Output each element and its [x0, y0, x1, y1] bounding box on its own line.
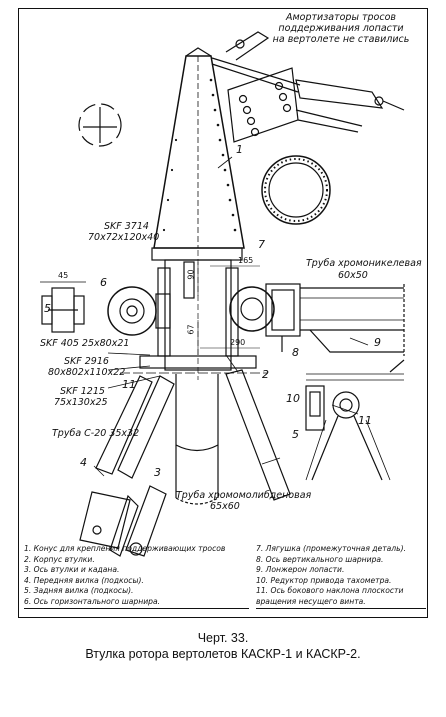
- blade-spar-part-9: [300, 284, 405, 356]
- bolt-detail: [40, 281, 86, 333]
- rear-fork-part-5: [225, 369, 291, 501]
- pipe-chromonickel-size: 60x50: [338, 270, 368, 281]
- legend-item-4: 4. Передняя вилка (подкосы).: [24, 575, 144, 585]
- bearing-skf1215-size: 75x130x25: [54, 397, 108, 408]
- lyagushka-part-7: [229, 283, 301, 352]
- cone-part-1: [153, 47, 245, 249]
- parts-legend-left: 1. Конус для крепления поддерживающих тр…: [24, 544, 249, 609]
- callout-8: 8: [292, 346, 299, 359]
- tachometer-drive-detail: [305, 359, 405, 481]
- legend-item-5: 5. Задняя вилка (подкосы).: [24, 586, 134, 596]
- bearing-skf3714-size: 70x72x120x40: [88, 232, 160, 243]
- dimension-165: 165: [238, 256, 254, 265]
- callout-10: 10: [286, 392, 300, 405]
- legend-item-11-cont: вращения несущего винта.: [256, 597, 426, 609]
- section-view-small: [78, 103, 122, 147]
- parts-legend: 1. Конус для крепления поддерживающих тр…: [24, 544, 426, 614]
- hub-axle-part-3: [175, 374, 219, 505]
- fork-detail: [79, 485, 167, 557]
- dimension-290: 290: [230, 338, 246, 347]
- bearing-skf405: SKF 405 25x80x21: [40, 338, 130, 349]
- dimension-45: 45: [58, 271, 69, 280]
- callout-11-left: 11: [122, 378, 136, 391]
- legend-item-8: 8. Ось вертикального шарнира.: [256, 554, 384, 564]
- callout-2: 2: [262, 368, 269, 381]
- pipe-chromomolybdenum-name: Труба хромомолибденовая: [176, 490, 312, 501]
- bearing-skf1215-name: SKF 1215: [60, 386, 105, 397]
- damper-linkage: [211, 31, 405, 143]
- callout-9: 9: [374, 336, 381, 349]
- hub-body-part-2: [120, 247, 268, 380]
- caption-figure-number: Черт. 33.: [197, 631, 249, 645]
- dimension-lines: [197, 262, 260, 355]
- legend-item-9: 9. Лонжерон лопасти.: [256, 565, 345, 575]
- pipe-chromonickel-name: Труба хромоникелевая: [306, 258, 422, 269]
- callout-5-side: 5: [44, 302, 51, 315]
- bearing-skf3714-name: SKF 3714: [104, 221, 149, 232]
- dimension-67: 67: [186, 324, 196, 335]
- callout-6: 6: [100, 276, 107, 289]
- damper-note: Амортизаторы тросов поддерживания лопаст…: [256, 12, 426, 45]
- pipe-c20: Труба С-20 35x32: [52, 428, 140, 439]
- figure-caption: Черт. 33. Втулка ротора вертолетов КАСКР…: [0, 630, 446, 662]
- damper-note-line-3: на вертолете не ставились: [272, 34, 410, 45]
- legend-item-6: 6. Ось горизонтального шарнира.: [24, 597, 249, 609]
- callout-1: 1: [236, 143, 243, 156]
- callout-3: 3: [154, 466, 161, 479]
- pipe-chromomolybdenum-size: 65x60: [210, 501, 240, 512]
- callout-11: 11: [358, 414, 372, 427]
- bearing-skf2916-size: 80x802x110x22: [48, 367, 126, 378]
- horizontal-hinge-part-6: [107, 286, 171, 336]
- legend-item-11: 11. Ось бокового наклона плоскости: [256, 586, 404, 596]
- callout-4: 4: [80, 456, 87, 469]
- legend-item-2: 2. Корпус втулки.: [24, 554, 95, 564]
- flange-ring: [261, 155, 331, 225]
- legend-item-1: 1. Конус для крепления поддерживающих тр…: [24, 544, 226, 553]
- dimension-90: 90: [186, 269, 196, 280]
- bearing-skf2916-name: SKF 2916: [64, 356, 109, 367]
- callout-7: 7: [258, 238, 265, 251]
- parts-legend-right: 7. Лягушка (промежуточная деталь). 8. Ос…: [256, 544, 426, 609]
- damper-note-line-1: Амортизаторы тросов: [286, 12, 396, 23]
- front-fork-part-4: [95, 375, 175, 479]
- caption-title: Втулка ротора вертолетов КАСКР-1 и КАСКР…: [85, 647, 361, 661]
- callout-5: 5: [292, 428, 299, 441]
- leader-lines: [93, 156, 369, 477]
- legend-item-7: 7. Лягушка (промежуточная деталь).: [256, 544, 407, 553]
- legend-item-3: 3. Ось втулки и кадана.: [24, 565, 120, 575]
- drawing-frame: [18, 8, 428, 618]
- legend-item-10: 10. Редуктор привода тахометра.: [256, 575, 392, 585]
- damper-note-line-2: поддерживания лопасти: [278, 23, 404, 34]
